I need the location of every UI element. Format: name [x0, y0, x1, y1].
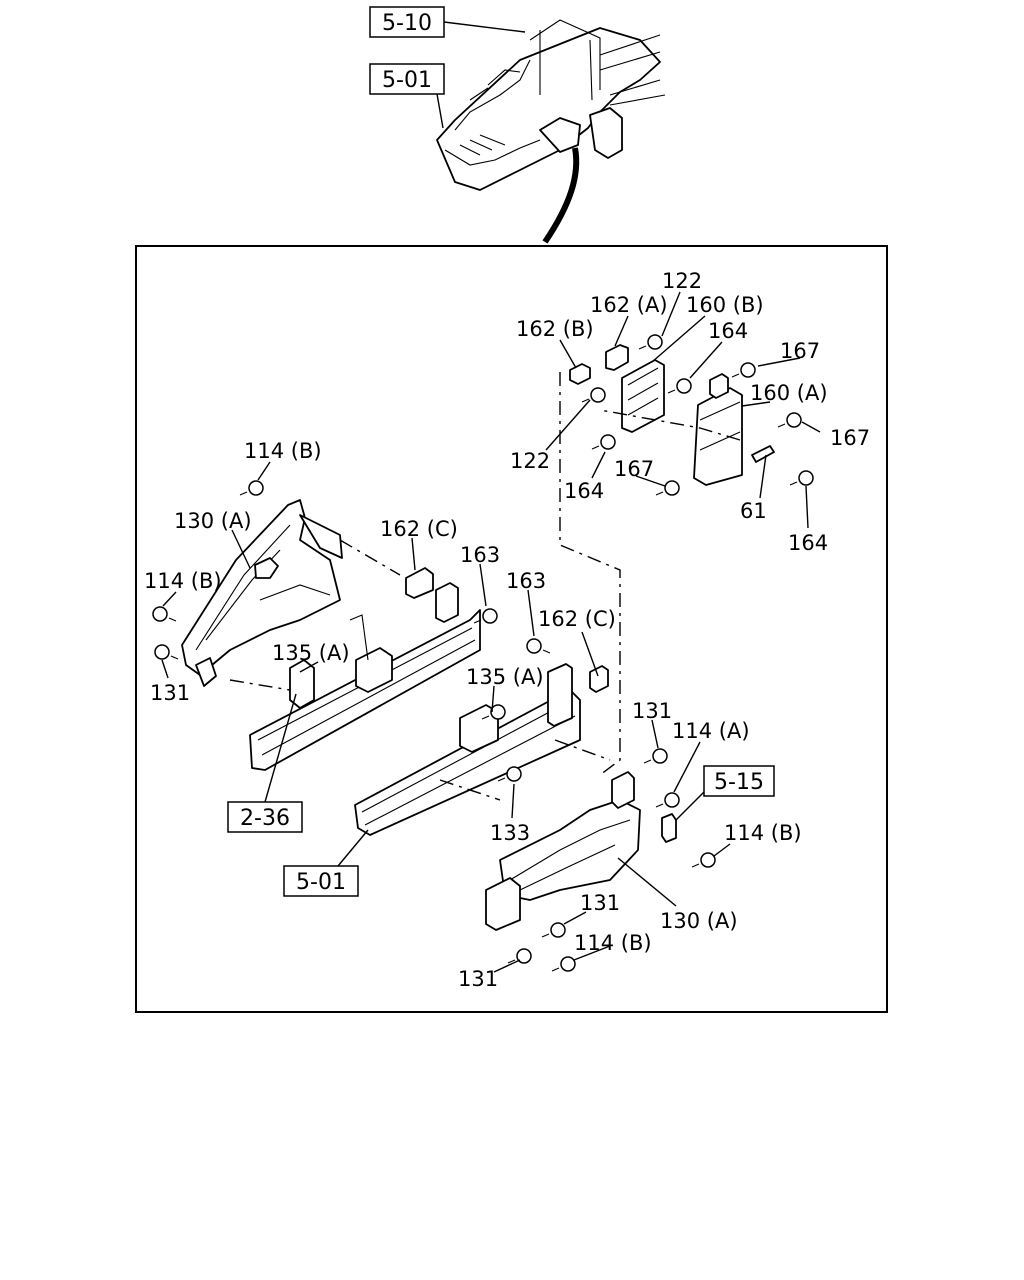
- bolt-icon: [691, 852, 716, 868]
- bolt-icon: [473, 608, 498, 624]
- ref-5-15[interactable]: 5-15: [703, 765, 775, 797]
- bolt-icon: [581, 387, 606, 403]
- bolt-icon: [655, 792, 680, 808]
- callout-61[interactable]: 61: [740, 499, 767, 523]
- callout-114-b[interactable]: 114 (B): [144, 569, 222, 593]
- callout-114-a[interactable]: 114 (A): [672, 719, 750, 743]
- callout-163[interactable]: 163: [506, 569, 546, 593]
- bolts: [152, 334, 814, 972]
- callout-164[interactable]: 164: [788, 531, 828, 555]
- bolt-icon: [643, 748, 668, 764]
- callout-167[interactable]: 167: [614, 457, 654, 481]
- callout-131[interactable]: 131: [580, 891, 620, 915]
- bracket-assembly-upper: [569, 344, 775, 486]
- bolt-icon: [507, 948, 532, 964]
- bolt-icon: [239, 480, 264, 496]
- vehicle-overview: [436, 19, 666, 244]
- callout-135-a[interactable]: 135 (A): [466, 665, 544, 689]
- ref-2-36[interactable]: 2-36: [227, 801, 303, 833]
- callout-163[interactable]: 163: [460, 543, 500, 567]
- callout-167[interactable]: 167: [830, 426, 870, 450]
- svg-text:5-10: 5-10: [382, 11, 432, 36]
- callout-135-a[interactable]: 135 (A): [272, 641, 350, 665]
- bolt-icon: [777, 412, 802, 428]
- callout-160-a[interactable]: 160 (A): [750, 381, 828, 405]
- callout-160-b[interactable]: 160 (B): [686, 293, 764, 317]
- bracket-assembly-left: [181, 499, 481, 771]
- bolt-icon: [591, 434, 616, 450]
- callout-162-c[interactable]: 162 (C): [380, 517, 458, 541]
- callout-162-b[interactable]: 162 (B): [516, 317, 594, 341]
- svg-text:5-01: 5-01: [382, 68, 432, 93]
- callout-130-a[interactable]: 130 (A): [660, 909, 738, 933]
- svg-text:5-15: 5-15: [714, 770, 764, 795]
- callout-122[interactable]: 122: [510, 449, 550, 473]
- callout-131[interactable]: 131: [150, 681, 190, 705]
- callout-133[interactable]: 133: [490, 821, 530, 845]
- bolt-icon: [497, 766, 522, 782]
- bolt-icon: [481, 704, 506, 720]
- ref-5-10[interactable]: 5-10: [369, 6, 445, 38]
- ref-5-01-bottom[interactable]: 5-01: [283, 865, 359, 897]
- callout-114-b[interactable]: 114 (B): [244, 439, 322, 463]
- callout-131[interactable]: 131: [632, 699, 672, 723]
- bolt-icon: [667, 378, 692, 394]
- bolt-icon: [154, 644, 179, 660]
- bolt-icon: [638, 334, 663, 350]
- callout-162-a[interactable]: 162 (A): [590, 293, 668, 317]
- callout-labels: 122 162 (A) 160 (B) 162 (B) 164 167 160 …: [144, 269, 870, 991]
- callout-130-a[interactable]: 130 (A): [174, 509, 252, 533]
- bolt-icon: [526, 638, 551, 654]
- detail-frame: [135, 245, 888, 1013]
- phantom-lines: [229, 372, 741, 801]
- callout-122[interactable]: 122: [662, 269, 702, 293]
- callout-164[interactable]: 164: [708, 319, 748, 343]
- bolt-icon: [152, 606, 177, 622]
- bolt-icon: [551, 956, 576, 972]
- bolt-icon: [541, 922, 566, 938]
- callout-114-b[interactable]: 114 (B): [574, 931, 652, 955]
- callout-162-c[interactable]: 162 (C): [538, 607, 616, 631]
- leader-lines: [161, 291, 821, 973]
- callout-167[interactable]: 167: [780, 339, 820, 363]
- ref-5-01-top[interactable]: 5-01: [369, 63, 445, 95]
- callout-114-b[interactable]: 114 (B): [724, 821, 802, 845]
- callout-164[interactable]: 164: [564, 479, 604, 503]
- bolt-icon: [731, 362, 756, 378]
- svg-text:2-36: 2-36: [240, 806, 290, 831]
- bolt-icon: [655, 480, 680, 496]
- callout-131[interactable]: 131: [458, 967, 498, 991]
- svg-text:5-01: 5-01: [296, 870, 346, 895]
- bolt-icon: [789, 470, 814, 486]
- bracket-assembly-right: [354, 663, 677, 931]
